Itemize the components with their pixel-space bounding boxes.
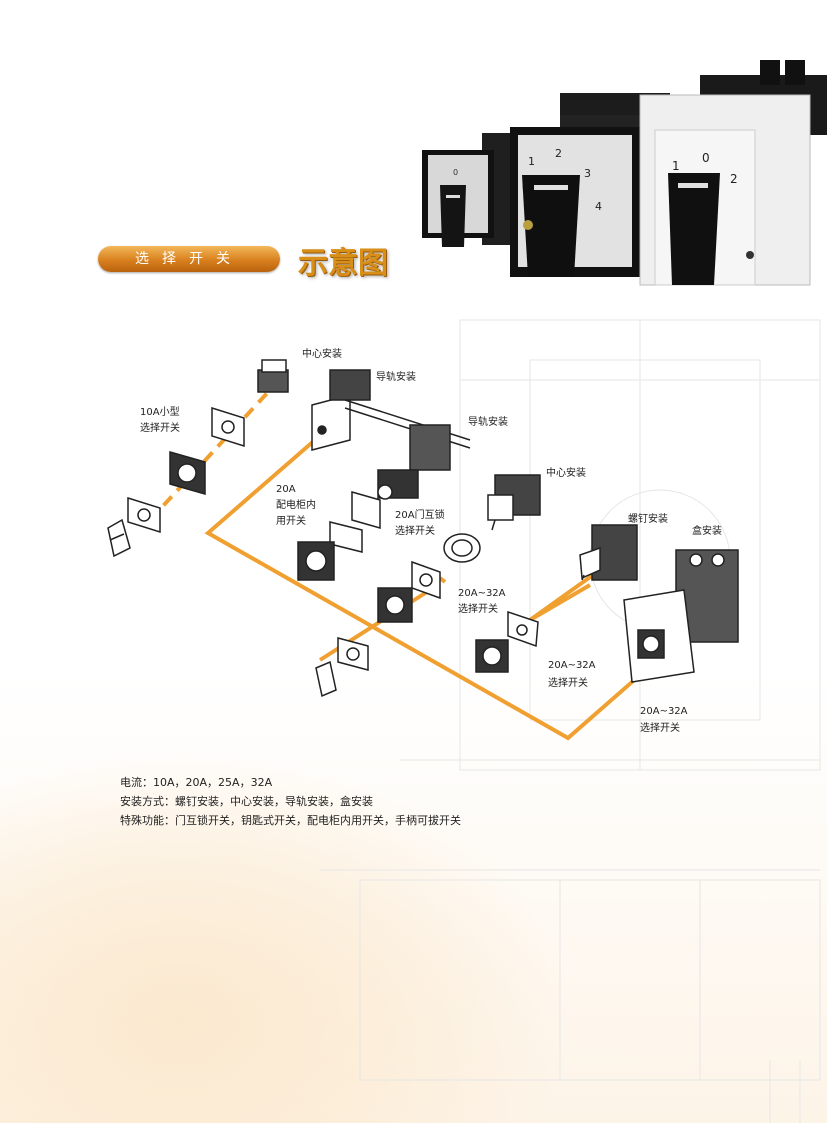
large-switch-dial-2: 2 (730, 172, 738, 186)
label-box-mount: 盒安装 (692, 524, 722, 537)
rail-mount-unit-mid (377, 424, 451, 500)
middle-switch-dial-4: 4 (595, 200, 602, 213)
middle-switch-dial-3: 3 (584, 167, 591, 180)
label-small-switch-2: 选择开关 (140, 421, 180, 434)
small-switch-handle (440, 185, 466, 247)
small-switch-dial-0: 0 (453, 168, 458, 177)
middle-switch-dial-2: 2 (555, 147, 562, 160)
switch-face-20a (297, 541, 335, 581)
switch-face-center (377, 587, 413, 623)
label-rail-mount-mid: 导轨安装 (468, 415, 508, 428)
screw-mount-unit (579, 524, 638, 581)
label-center-mount-top: 中心安装 (302, 347, 342, 360)
label-rail-mount-top: 导轨安装 (376, 370, 416, 383)
plate-small-1 (127, 496, 161, 534)
large-switch-dial-1: 1 (672, 159, 680, 173)
label-center-mount-mid: 中心安装 (546, 466, 586, 479)
spec-current: 电流：10A，20A，25A，32A (120, 776, 273, 789)
cabinet-frame (329, 491, 381, 553)
middle-switch-handle (522, 175, 580, 277)
large-switch-handle (668, 173, 720, 285)
plate-20a (411, 560, 441, 600)
handle-lower (315, 660, 337, 698)
label-door-lock-1: 20A门互锁 (395, 508, 445, 521)
page-title: 示意图 (298, 246, 388, 281)
dashed-connection (148, 388, 272, 522)
label-sel-c-1: 20A~32A (640, 706, 688, 717)
label-door-lock-2: 选择开关 (395, 524, 435, 537)
switch-small-body (257, 359, 289, 393)
plate-small-2 (211, 406, 245, 448)
product-photo: 0 1 2 3 4 0 1 0 2 (422, 60, 827, 286)
handle-small (107, 518, 131, 558)
label-cabinet-2: 配电柜内 (276, 498, 316, 511)
door-lock-ring (443, 533, 481, 563)
label-cabinet-1: 20A (276, 484, 296, 495)
spec-mounting: 安装方式：螺钉安装，中心安装，导轨安装，盒安装 (120, 795, 373, 808)
label-sel-c-2: 选择开关 (640, 721, 680, 734)
label-sel-a-2: 选择开关 (458, 602, 498, 615)
spec-list: 电流：10A，20A，25A，32A 安装方式：螺钉安装，中心安装，导轨安装，盒… (120, 773, 461, 830)
label-sel-b-2: 选择开关 (548, 676, 588, 689)
box-enclosure-front (623, 589, 695, 683)
middle-switch-dial-1: 1 (528, 155, 535, 168)
label-cabinet-3: 用开关 (276, 514, 306, 527)
section-pill-label: 选择开关 (98, 246, 280, 272)
switch-face-small (169, 451, 206, 495)
label-sel-a-1: 20A~32A (458, 588, 506, 599)
center-mount-mid-unit (487, 474, 541, 531)
label-screw-mount: 螺钉安装 (628, 512, 668, 525)
spec-special: 特殊功能：门互锁开关，钥匙式开关，配电柜内用开关，手柄可拔开关 (120, 814, 461, 827)
switch-face-32a (475, 639, 509, 673)
label-small-switch-1: 10A小型 (140, 405, 180, 418)
plate-lower (337, 637, 369, 671)
plate-32a (507, 610, 539, 648)
label-sel-b-1: 20A~32A (548, 660, 596, 671)
large-switch-dial-0: 0 (702, 151, 710, 165)
